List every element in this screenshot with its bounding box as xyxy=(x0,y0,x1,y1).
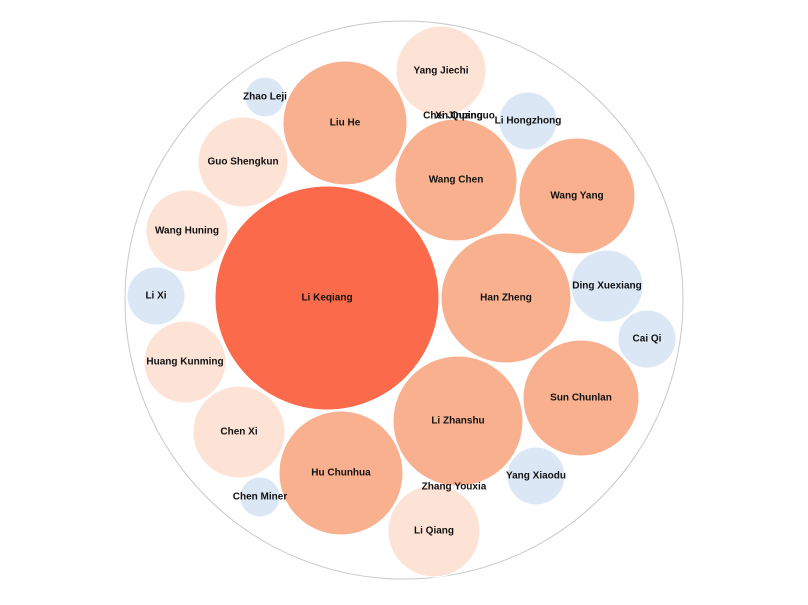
bubble-label-wang-huning: Wang Huning xyxy=(155,226,219,237)
bubble-label-wang-chen: Wang Chen xyxy=(429,175,484,186)
bubble-label-li-qiang: Li Qiang xyxy=(414,526,454,537)
bubble-label-ding-xuexiang: Ding Xuexiang xyxy=(572,281,641,292)
bubble-li-zhanshu[interactable] xyxy=(392,355,524,487)
bubble-wang-huning[interactable] xyxy=(145,189,229,273)
bubble-label-zhao-leji: Zhao Leji xyxy=(243,92,287,103)
bubble-label-guo-shengkun: Guo Shengkun xyxy=(207,157,278,168)
bubble-cai-qi[interactable] xyxy=(617,309,677,369)
bubble-han-zheng[interactable] xyxy=(440,232,572,364)
bubble-liu-he[interactable] xyxy=(282,60,408,186)
bubble-label-li-zhanshu: Li Zhanshu xyxy=(431,416,484,427)
bubble-guo-shengkun[interactable] xyxy=(197,116,289,208)
bubble-label-xi-jinping: Xi Jinping xyxy=(435,111,483,122)
bubble-sun-chunlan[interactable] xyxy=(522,339,640,457)
bubble-label-liu-he: Liu He xyxy=(330,118,361,129)
bubble-zhao-leji[interactable] xyxy=(244,76,286,118)
bubble-label-li-keqiang: Li Keqiang xyxy=(301,293,352,304)
bubble-label-sun-chunlan: Sun Chunlan xyxy=(550,393,612,404)
bubble-li-xi[interactable] xyxy=(126,266,186,326)
bubble-li-qiang[interactable] xyxy=(387,484,481,578)
bubble-label-chen-miner: Chen Miner xyxy=(233,492,288,503)
bubble-label-hu-chunhua: Hu Chunhua xyxy=(311,468,371,479)
bubble-label-han-zheng: Han Zheng xyxy=(480,293,532,304)
bubble-wang-yang[interactable] xyxy=(518,137,636,255)
bubble-label-cai-qi: Cai Qi xyxy=(633,334,662,345)
bubble-li-keqiang[interactable] xyxy=(214,185,440,411)
bubble-label-yang-jiechi: Yang Jiechi xyxy=(413,66,468,77)
bubble-huang-kunming[interactable] xyxy=(143,320,227,404)
bubble-ding-xuexiang[interactable] xyxy=(570,249,644,323)
bubble-label-yang-xiaodu: Yang Xiaodu xyxy=(506,471,566,482)
bubble-label-huang-kunming: Huang Kunming xyxy=(146,357,223,368)
outer-ring xyxy=(124,20,684,580)
bubble-label-chen-xi: Chen Xi xyxy=(220,427,257,438)
bubble-label-li-hongzhong: Li Hongzhong xyxy=(495,116,562,127)
bubble-chen-xi[interactable] xyxy=(192,385,286,479)
bubble-yang-xiaodu[interactable] xyxy=(506,446,566,506)
bubble-label-chen-quanguo: Chen Quanguo xyxy=(423,111,495,122)
bubble-label-li-xi: Li Xi xyxy=(145,291,166,302)
bubble-wang-chen[interactable] xyxy=(394,118,518,242)
bubble-li-hongzhong[interactable] xyxy=(498,91,558,151)
bubble-label-wang-yang: Wang Yang xyxy=(550,191,603,202)
bubble-hu-chunhua[interactable] xyxy=(278,410,404,536)
bubble-label-zhang-youxia: Zhang Youxia xyxy=(422,482,487,493)
bubble-yang-jiechi[interactable] xyxy=(395,25,487,117)
bubble-chen-miner[interactable] xyxy=(239,476,281,518)
